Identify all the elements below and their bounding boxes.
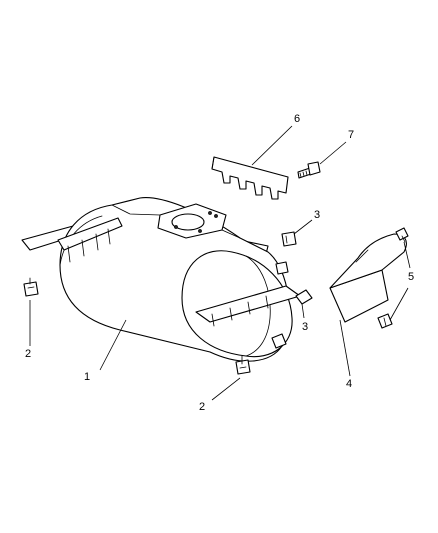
callout-3-upper: 3	[314, 209, 320, 221]
callout-2-left: 2	[25, 348, 31, 360]
fuel-tank	[21, 197, 301, 362]
clip-middle	[295, 289, 313, 305]
bolt-2-bottom	[235, 355, 251, 375]
bolt-7	[297, 161, 321, 179]
callout-1: 1	[84, 371, 90, 383]
heat-shield	[329, 233, 407, 323]
bracket-plate	[211, 156, 289, 200]
bolt-5-upper	[395, 227, 409, 243]
callout-7: 7	[348, 129, 354, 141]
callout-5: 5	[408, 271, 414, 283]
bolt-2-left	[23, 277, 39, 297]
callout-labels: 1 2 2 3 3 4 5 6 7	[25, 113, 414, 413]
callout-3-lower: 3	[302, 321, 308, 333]
callout-4: 4	[346, 378, 352, 390]
callout-6: 6	[294, 113, 300, 125]
leader-lines	[29, 125, 411, 401]
callout-2-bottom: 2	[199, 401, 205, 413]
clip-upper	[281, 231, 297, 247]
clip-lower	[271, 333, 287, 349]
bolt-5-lower	[377, 313, 393, 329]
